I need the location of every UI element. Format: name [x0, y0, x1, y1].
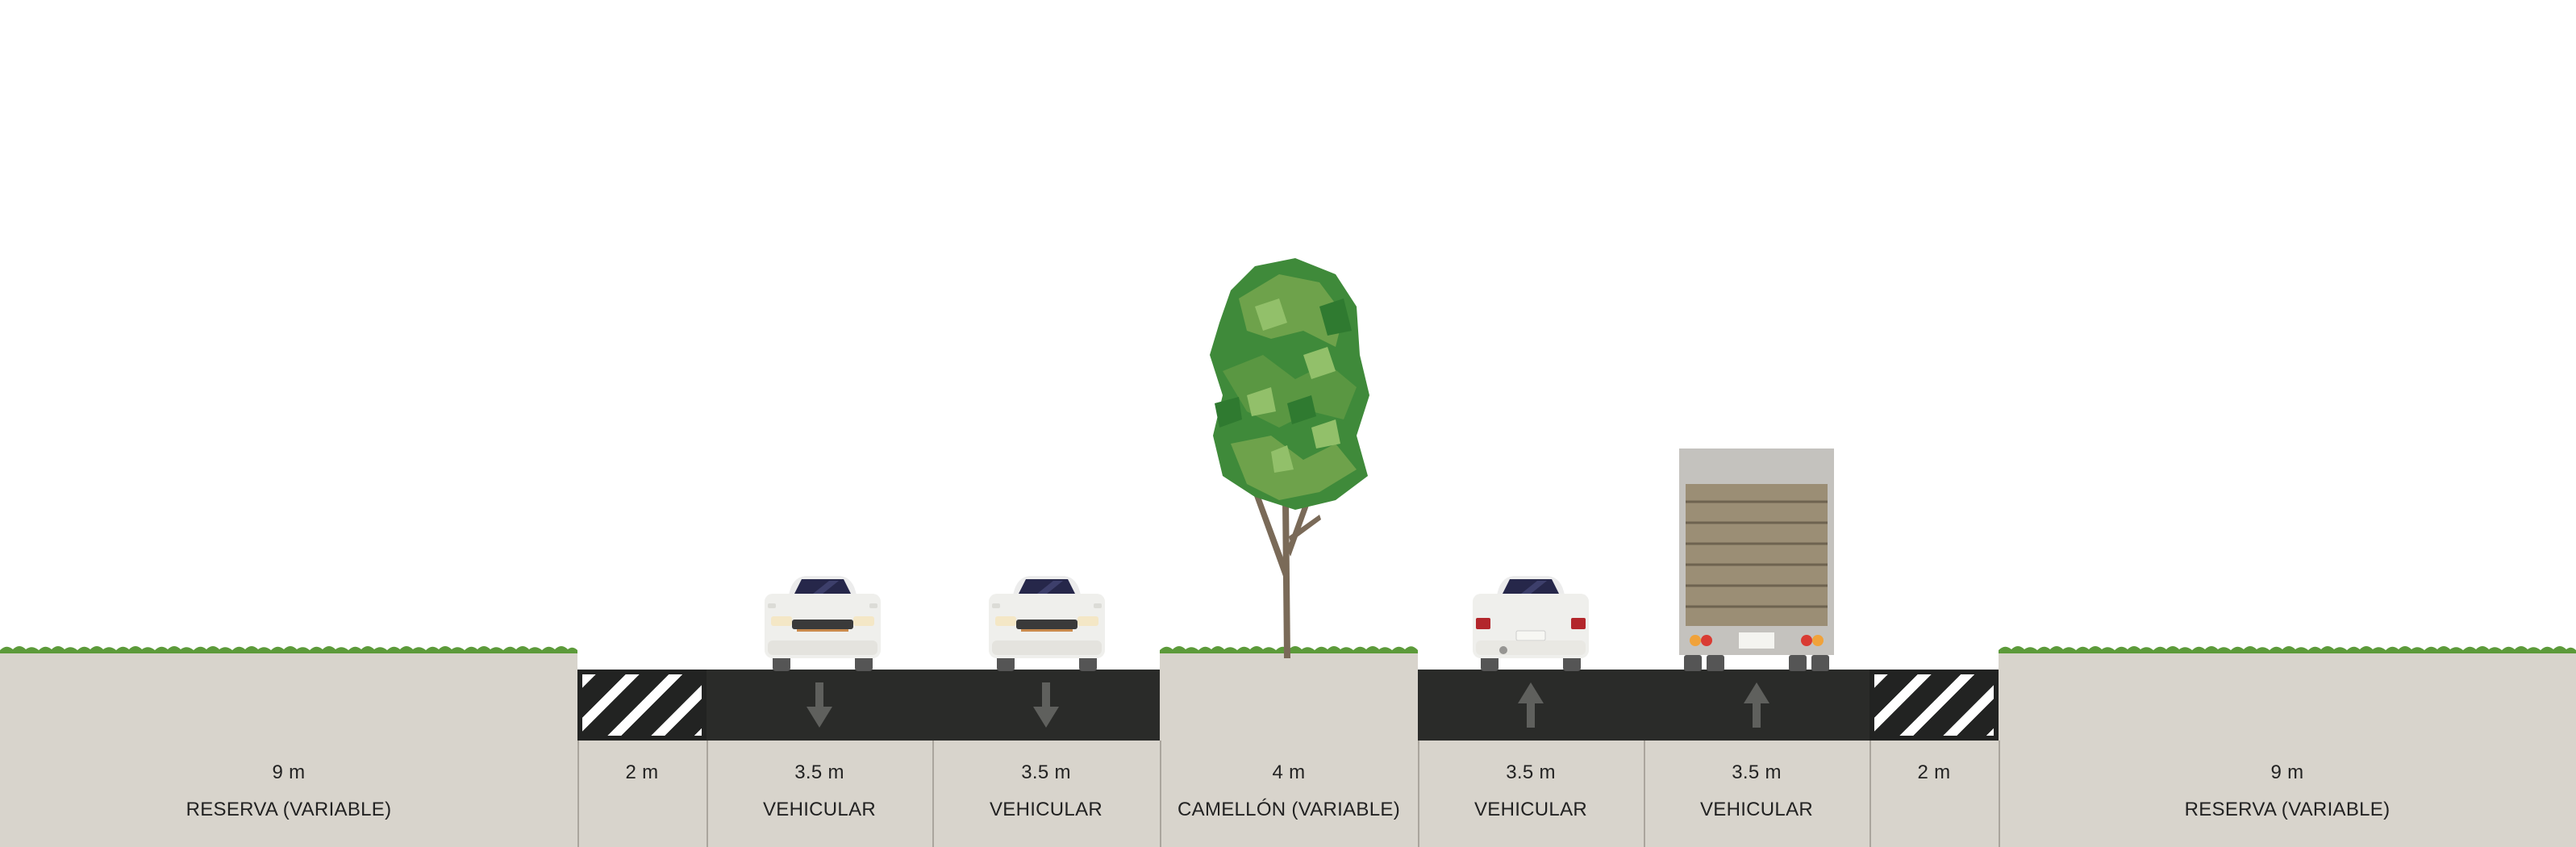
segment-type-label: CAMELLÓN (VARIABLE) — [1178, 799, 1400, 820]
segment-width-label: 3.5 m — [794, 761, 844, 783]
ground — [1999, 653, 2576, 847]
arrow-up-icon — [1744, 682, 1769, 728]
segment-type-label: VEHICULAR — [989, 799, 1103, 820]
segment-width-label: 2 m — [1917, 761, 1951, 783]
segment-width-label: 3.5 m — [1506, 761, 1556, 783]
segment-divider — [1869, 741, 1871, 847]
segment-type-label: RESERVA (VARIABLE) — [2184, 799, 2391, 820]
segment-type-label: VEHICULAR — [1473, 799, 1588, 820]
ground — [0, 653, 577, 847]
hatched-buffer — [582, 674, 702, 736]
segment-divider — [1418, 741, 1419, 847]
arrow-down-icon — [807, 682, 832, 728]
tree-icon — [1210, 258, 1369, 658]
segment-width-label: 9 m — [2270, 761, 2304, 783]
segment-width-label: 9 m — [272, 761, 306, 783]
segment-divider — [1644, 741, 1645, 847]
segment-vehicular-4: 3.5 m VEHICULAR — [1644, 0, 1869, 847]
segment-reserva-left: 9 m RESERVA (VARIABLE) — [0, 0, 577, 847]
car-icon — [1473, 576, 1589, 671]
hatched-buffer — [1874, 674, 1994, 736]
segment-divider — [577, 741, 579, 847]
segment-camellon: 4 m CAMELLÓN (VARIABLE) — [1160, 0, 1418, 847]
segment-divider — [707, 741, 708, 847]
segment-width-label: 3.5 m — [1021, 761, 1071, 783]
segment-type-label: RESERVA (VARIABLE) — [185, 799, 392, 820]
ground — [1160, 653, 1418, 847]
segment-vehicular-1: 3.5 m VEHICULAR — [707, 0, 932, 847]
segment-divider — [932, 741, 934, 847]
segment-buffer-left: 2 m — [577, 0, 707, 847]
segment-width-label: 3.5 m — [1732, 761, 1782, 783]
segment-type-label: VEHICULAR — [762, 799, 877, 820]
segment-vehicular-2: 3.5 m VEHICULAR — [932, 0, 1160, 847]
truck-icon — [1679, 449, 1834, 671]
segment-type-label: VEHICULAR — [1699, 799, 1814, 820]
segment-divider — [1999, 741, 2000, 847]
segment-reserva-right: 9 m RESERVA (VARIABLE) — [1999, 0, 2576, 847]
segment-vehicular-3: 3.5 m VEHICULAR — [1418, 0, 1644, 847]
segment-divider — [1160, 741, 1161, 847]
arrow-up-icon — [1518, 682, 1544, 728]
car-icon — [765, 576, 881, 671]
segment-width-label: 2 m — [625, 761, 659, 783]
arrow-down-icon — [1033, 682, 1059, 728]
segment-width-label: 4 m — [1272, 761, 1306, 783]
segment-buffer-right: 2 m — [1869, 0, 1999, 847]
car-icon — [989, 576, 1105, 671]
